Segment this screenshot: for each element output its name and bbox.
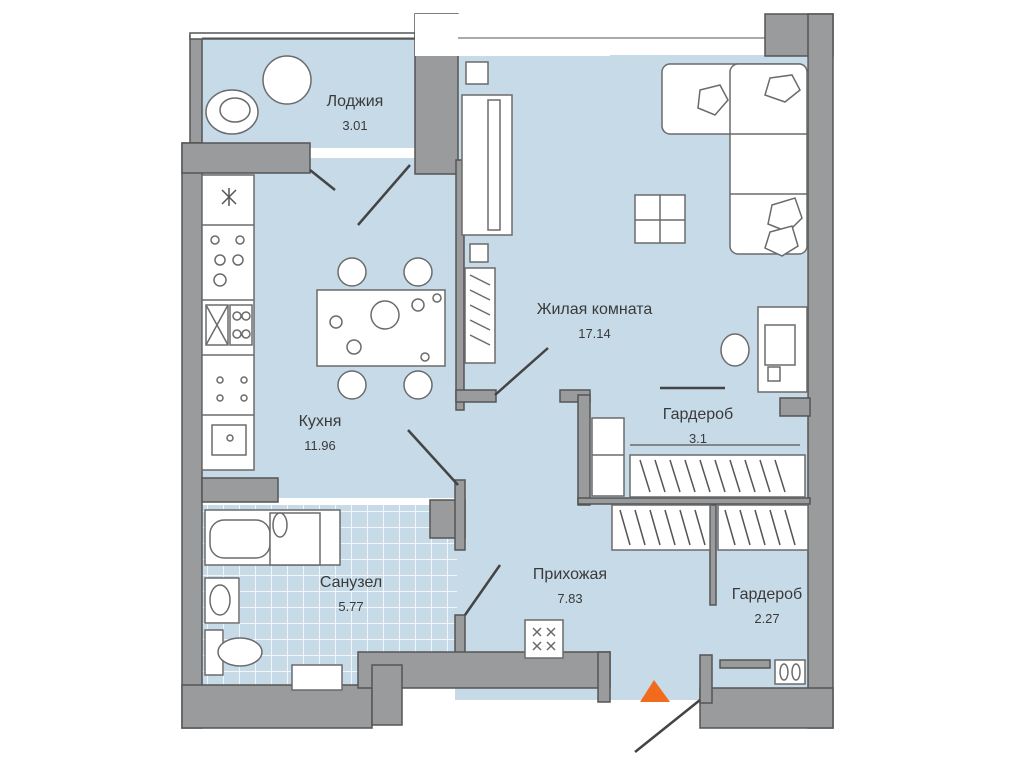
door-swings [309,164,725,753]
stove-icon [205,304,253,346]
wall-bottom-left [181,684,373,729]
room-name: Прихожая [532,566,608,583]
door-loggia-2 [357,164,411,226]
room-label-living: Жилая комната 17.14 [512,300,677,342]
door-entrance [634,699,701,753]
room-area: 17.14 [578,326,611,341]
wall-kitchen-top [181,142,311,174]
dining-chairs [337,257,433,400]
room-area: 2.27 [754,611,780,626]
room-name: Санузел [319,574,383,591]
room-name: Лоджия [326,93,384,110]
room-area: 3.1 [688,431,708,446]
wardrobe-living [461,94,513,236]
room-name: Гардероб [731,586,803,603]
shelf-small-2 [469,243,489,263]
wall-wardrobe-bottom [577,497,811,505]
wall-wardrobe2-bottom [719,659,771,669]
room-label-wardrobe2: Гардероб 2.27 [712,585,822,627]
wall-bath-right [454,479,466,551]
wardrobe-living-inner [487,99,501,231]
wall-column-top-2 [415,14,610,56]
sofa [661,63,808,257]
wall-wardrobe2-left [709,504,717,606]
room-name: Кухня [298,413,342,430]
toilet [204,629,263,676]
hob-icon [216,376,248,402]
door-living [494,347,549,396]
wall-loggia-left [189,34,203,144]
sink-icon [210,235,245,287]
room-area: 5.77 [338,599,364,614]
wall-door-jamb-right [699,654,713,704]
loggia-armchair [205,89,259,135]
hall-rug [524,619,564,659]
room-label-bathroom: Санузел 5.77 [296,573,406,615]
walls [181,13,834,729]
shelf-small [465,61,489,85]
entrance-triangle-icon [640,680,670,702]
hangers1 [639,459,786,493]
shoes-icon [774,659,806,685]
door-kitchen [407,429,459,486]
furniture [201,55,809,691]
table-dishes [329,293,442,362]
room-label-wardrobe1: Гардероб 3.1 [643,405,753,447]
wardrobe2-rail-left [611,504,711,551]
room-area: 3.01 [342,118,368,133]
wall-door-jamb-left [597,651,611,703]
wall-living-left [455,159,465,411]
wall-wardrobe-right-stub [779,397,811,417]
room-label-kitchen: Кухня 11.96 [265,412,375,454]
room-label-loggia: Лоджия 3.01 [300,92,410,134]
room-label-hall: Прихожая 7.83 [515,565,625,607]
room-name: Жилая комната [536,301,653,318]
door-loggia [309,169,336,191]
wall-bottom-mid-2 [371,664,403,726]
bookshelf [464,267,496,364]
wall-right-outer [807,13,834,729]
desk [757,306,808,393]
fridge-icon [221,188,237,206]
room-area: 7.83 [557,591,583,606]
wall-wardrobe-vertical [577,394,591,506]
room-name: Гардероб [662,406,734,423]
desk-chair [720,333,750,367]
wardrobe1-shelf [591,417,625,497]
door-bath [463,564,502,616]
wall-hall-top [455,389,497,403]
washing-machine [291,664,343,691]
wall-left-outer [181,142,203,729]
wall-kitchen-bath [201,477,279,503]
room-area: 11.96 [304,438,336,453]
kitchen-sink-icon [211,424,247,456]
hangers2 [619,509,796,546]
wardrobe2-rail-right [717,504,809,551]
loggia-round-table [262,55,312,105]
wardrobe1-rail [629,454,806,498]
wall-bottom-right [699,687,834,729]
bath-sink [204,577,240,624]
bathtub [204,509,341,566]
